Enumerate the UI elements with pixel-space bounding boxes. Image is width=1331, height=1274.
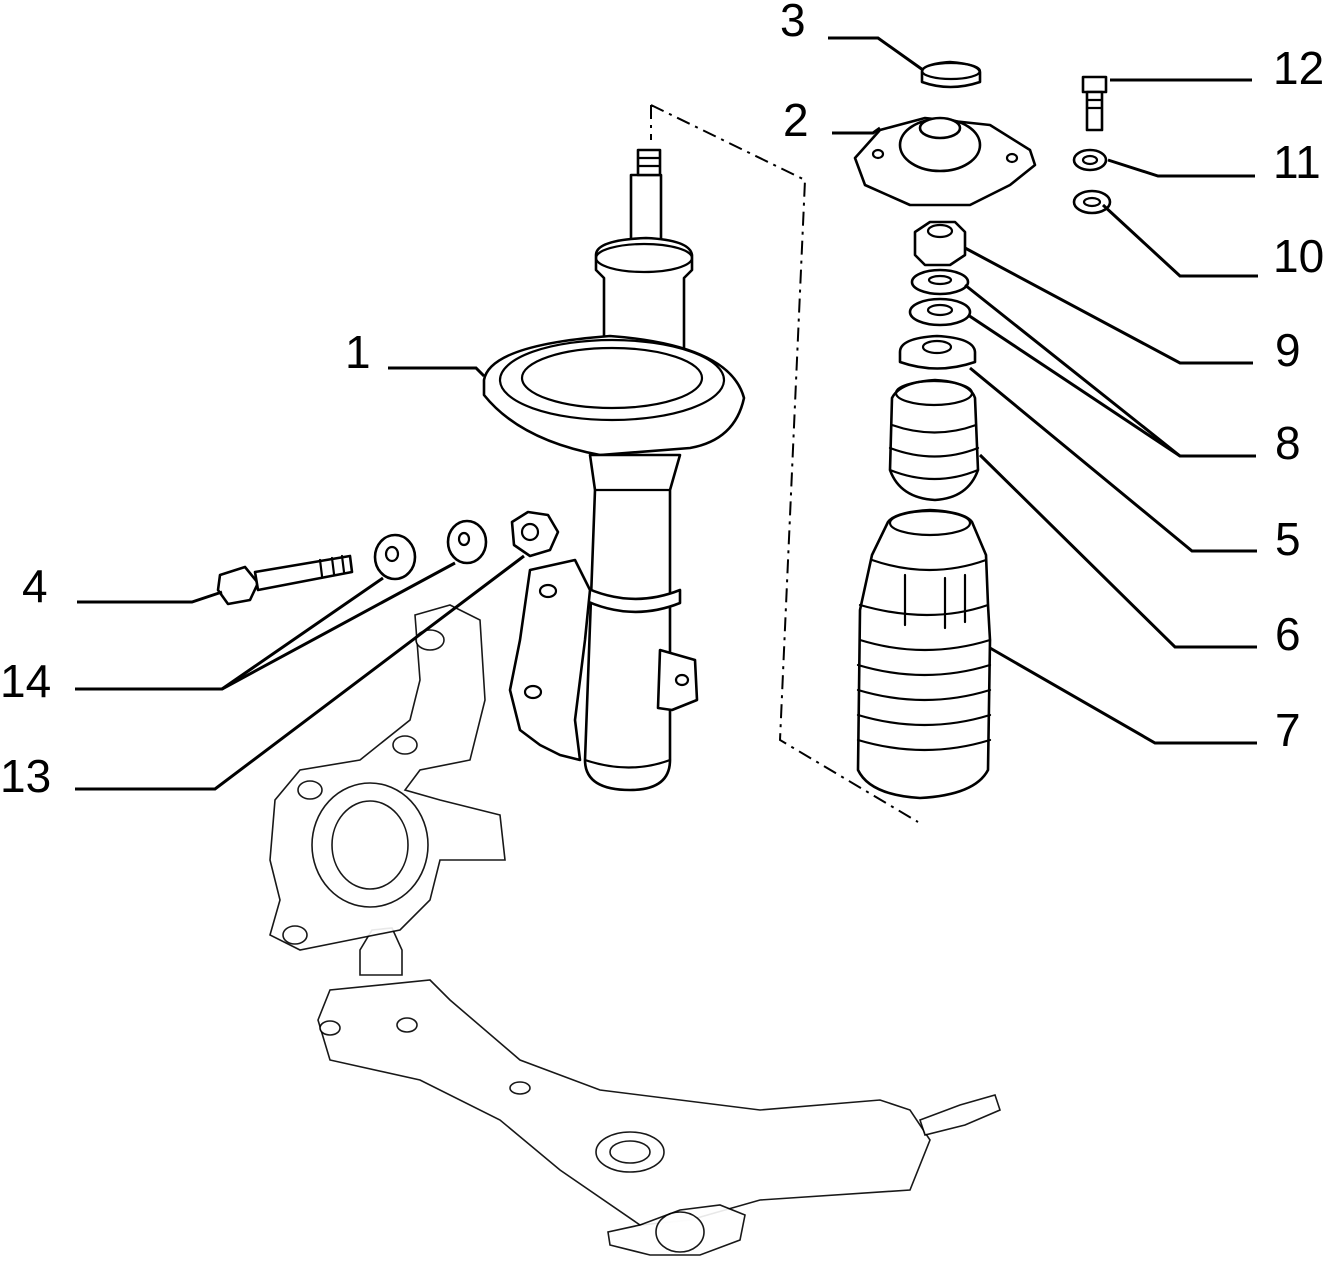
bolt-12 <box>1081 75 1108 132</box>
leader-1 <box>388 366 486 378</box>
leader-4 <box>77 590 223 604</box>
callout-11: 11 <box>1273 136 1321 188</box>
callout-7: 7 <box>1275 704 1301 756</box>
bump-stop-6 <box>888 378 980 502</box>
washers-14 <box>373 519 488 581</box>
leader-5 <box>969 366 1257 553</box>
callout-6: 6 <box>1275 608 1301 660</box>
callout-8: 8 <box>1275 417 1301 469</box>
top-mount-plate <box>853 116 1037 207</box>
callout-3: 3 <box>780 0 806 46</box>
washer-10 <box>1072 189 1112 215</box>
leader-8b <box>967 313 1181 458</box>
callout-13: 13 <box>0 750 51 802</box>
strut-assembly <box>482 148 746 792</box>
leader-14b <box>221 561 456 691</box>
callout-9: 9 <box>1275 324 1301 376</box>
leader-6 <box>978 453 1257 649</box>
callout-10: 10 <box>1273 230 1324 282</box>
bolt-4 <box>216 554 354 606</box>
leader-lines <box>75 36 1258 791</box>
dust-cap <box>920 60 982 89</box>
leader-8 <box>964 283 1256 458</box>
assembly-axis-line <box>650 104 919 823</box>
control-arm <box>317 927 1001 1256</box>
dust-boot-7 <box>856 508 992 800</box>
callout-1: 1 <box>345 326 371 378</box>
callout-5: 5 <box>1275 513 1301 565</box>
callout-12: 12 <box>1273 42 1324 94</box>
callout-labels: 1 2 3 4 5 6 7 8 9 10 11 12 13 14 <box>0 0 1324 802</box>
callout-14: 14 <box>0 655 51 707</box>
leader-13 <box>75 554 525 791</box>
callout-2: 2 <box>783 94 809 146</box>
nut-9 <box>913 220 967 267</box>
leader-11 <box>1107 158 1255 178</box>
steering-knuckle <box>269 604 506 951</box>
leader-3 <box>828 36 924 72</box>
nut-13 <box>510 510 560 558</box>
washers-8 <box>908 268 972 327</box>
bump-stop-cup-5 <box>898 334 977 370</box>
leader-9 <box>964 246 1253 365</box>
leader-10 <box>1101 203 1258 278</box>
leader-2 <box>832 126 881 135</box>
lock-washer-11 <box>1072 148 1108 172</box>
leader-7 <box>989 646 1257 745</box>
callout-4: 4 <box>22 560 48 612</box>
